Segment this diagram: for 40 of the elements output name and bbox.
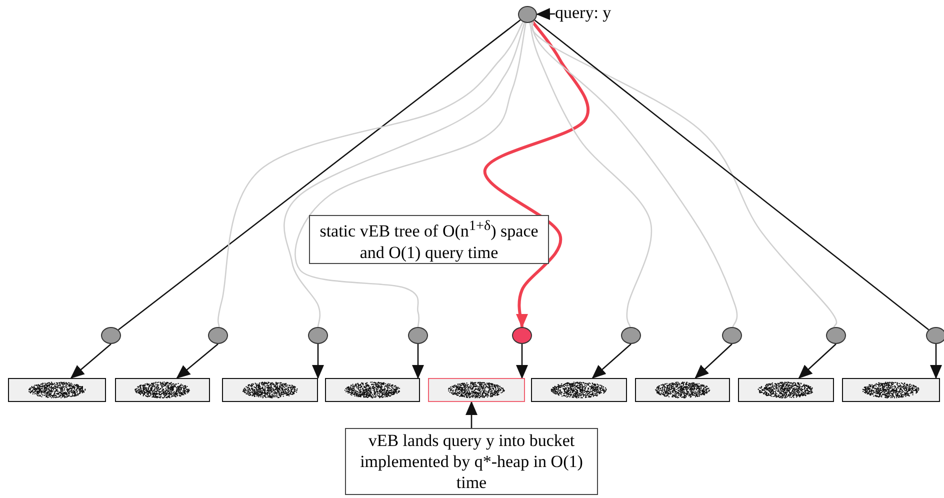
tree-node	[308, 327, 328, 344]
curve-line	[529, 22, 652, 328]
bucket-box	[531, 378, 627, 402]
tree-node	[208, 327, 228, 344]
arrow	[536, 8, 556, 20]
arrow	[798, 344, 836, 379]
tree-node	[926, 327, 944, 344]
curve-line	[531, 22, 838, 328]
tree-node	[826, 327, 846, 344]
arrow	[466, 401, 478, 428]
bucket-box	[428, 378, 525, 402]
arrow	[592, 344, 632, 379]
curve-line	[530, 22, 738, 328]
tree-node	[621, 327, 641, 344]
arrow	[930, 344, 942, 379]
bucket-box	[115, 378, 210, 402]
arrow	[484, 20, 590, 328]
arrow	[176, 344, 218, 379]
bucket-box	[738, 378, 834, 402]
arrow	[516, 344, 528, 379]
tree-node	[408, 327, 428, 344]
bucket-box	[325, 378, 420, 402]
query-label: query: y	[555, 3, 635, 23]
tree-node	[101, 327, 121, 344]
tree-node	[512, 327, 532, 344]
arrow	[412, 344, 424, 379]
tree-edge	[534, 20, 930, 330]
root-node	[518, 6, 537, 23]
arrow	[312, 344, 324, 379]
arrow	[694, 344, 732, 379]
tree-edge	[118, 20, 521, 330]
curve-line	[218, 22, 524, 328]
bucket-box	[222, 378, 318, 402]
arrow	[70, 344, 112, 379]
note-box: static vEB tree of O(n$^{1+δ}$) space and O(1) query time	[309, 215, 549, 264]
bucket-box	[8, 378, 106, 402]
bucket-box	[635, 378, 730, 402]
bucket-box	[842, 378, 940, 402]
tree-node	[722, 327, 742, 344]
callout-box: vEB lands query y into bucket implemented by q*-heap in O(1) time	[345, 428, 598, 495]
